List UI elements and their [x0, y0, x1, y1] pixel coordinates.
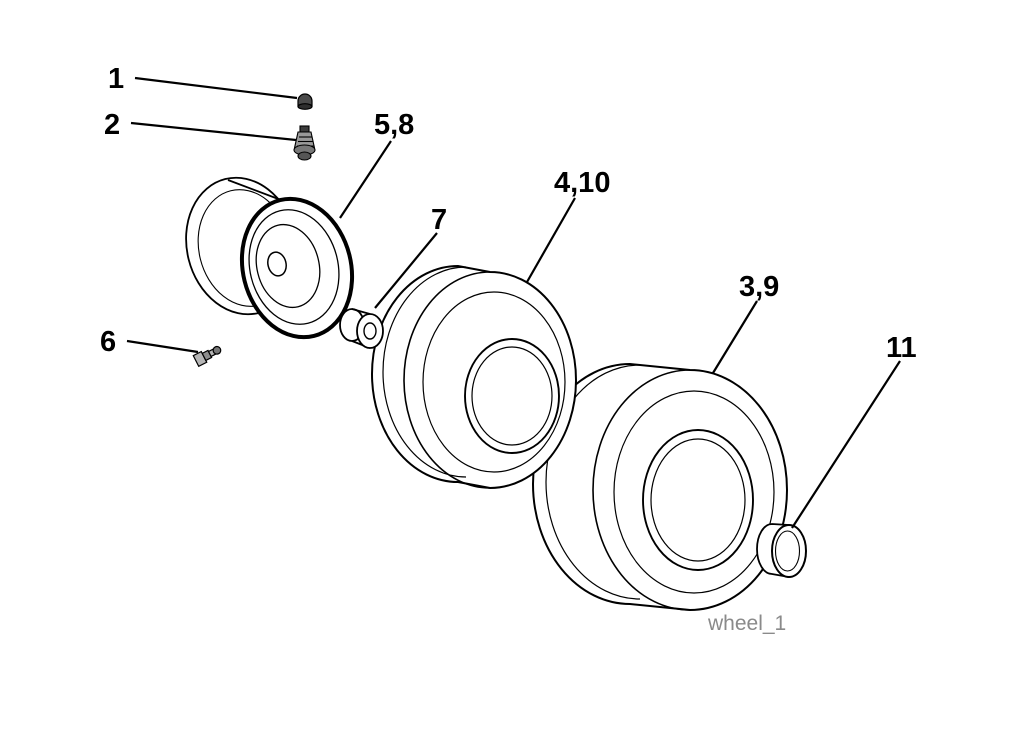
hub-cap-part: [756, 523, 807, 578]
inner-tire-shoulder-line: [382, 266, 467, 478]
leader-line-part1: [134, 76, 298, 100]
leader-line-part11: [791, 360, 901, 529]
leader-lines: [126, 76, 901, 529]
part-label-5-8: 5,8: [374, 109, 414, 141]
leader-line-part4-10: [526, 197, 576, 283]
hub-cap-face-ring: [774, 530, 801, 572]
washer-top-line: [351, 308, 371, 315]
rim-front-inner-ring-2: [255, 223, 321, 309]
grease-fitting-ball: [212, 345, 222, 355]
part-label-2: 2: [104, 109, 120, 141]
outer-tire-face-edge: [592, 369, 691, 611]
leader-line-part2: [130, 121, 297, 142]
valve-stem-tip: [299, 125, 310, 133]
valve-cap-dome: [297, 93, 313, 107]
part-label-11: 11: [886, 332, 917, 364]
inner-tire-bead-outer: [464, 338, 560, 454]
valve-cap-base: [297, 103, 313, 110]
spacer-washer-part: [339, 308, 384, 349]
part-label-7: 7: [431, 204, 447, 236]
rim-front-flange: [239, 196, 355, 340]
rim-barrel-top-line: [227, 179, 282, 201]
leader-line-part7: [374, 232, 438, 309]
outer-tire-shoulder-line: [545, 364, 641, 600]
inner-tire-sidewall-ring: [422, 291, 566, 473]
hub-cap-face: [771, 524, 807, 578]
inner-tire-face-edge: [403, 271, 491, 489]
outer-tire-bead-outer: [642, 429, 754, 571]
part-label-6: 6: [100, 326, 116, 358]
part-label-1: 1: [108, 63, 124, 95]
washer-hole: [363, 322, 377, 340]
outer-tire-bead-inner: [650, 438, 746, 562]
rim-front-inner-ring-1: [248, 209, 340, 325]
part-labels: 1 2 5,8 7 4,10 3,9 6 11: [100, 63, 917, 364]
grease-fitting-part: [192, 345, 222, 368]
figure-caption: wheel_1: [707, 612, 786, 635]
wheel-rim-part: [185, 176, 355, 340]
rim-hub-hole: [267, 251, 287, 277]
valve-stem-part: [293, 125, 316, 161]
leader-line-part3-9: [712, 300, 758, 374]
part-label-3-9: 3,9: [739, 271, 779, 303]
outer-tire-sidewall-ring: [613, 390, 775, 594]
valve-stem-base: [297, 151, 312, 161]
leader-line-part6: [126, 339, 199, 354]
part-label-4-10: 4,10: [554, 167, 610, 199]
inner-tire-part: [371, 264, 577, 490]
inner-tire-bead-inner: [471, 346, 553, 446]
washer-front-face: [356, 313, 384, 349]
leader-line-part5-8: [339, 140, 392, 219]
valve-cap-part: [297, 93, 313, 110]
outer-tire-part: [532, 362, 788, 612]
